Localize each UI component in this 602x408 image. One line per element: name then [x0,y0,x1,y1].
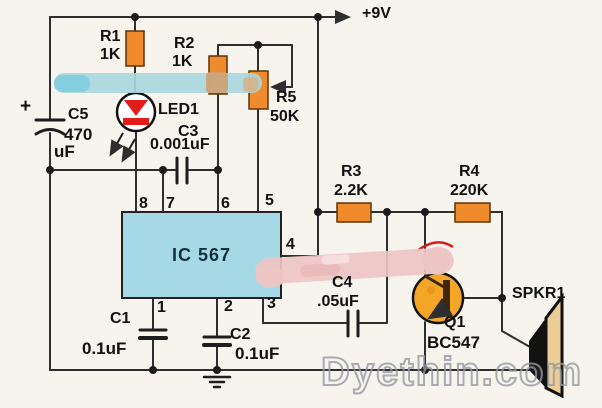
r5-name: R5 [276,89,297,106]
ic-pin1-label: 1 [157,299,166,316]
c5-name: C5 [68,106,89,123]
q1-value: BC547 [427,333,480,352]
c4-value: .05uF [317,293,359,310]
led-light-arrows [109,132,136,163]
c3-name: C3 [178,123,199,140]
speaker-symbol [529,292,564,399]
spkr1-label: SPKR1 [512,285,566,302]
r4-value: 220K [450,182,489,199]
ic-pin3-label: 3 [267,295,276,312]
wire-pin3-c4 [262,211,388,324]
transistor-collector-lead [424,274,445,289]
q1-name: Q1 [444,314,466,331]
blue-smudge [54,72,262,93]
c2-value: 0.1uF [235,344,280,363]
resistor-r3 [336,202,372,223]
ic-pin6-label: 6 [221,195,230,212]
c1-value: 0.1uF [82,339,127,358]
led1-symbol [109,91,157,163]
c2-symbol [202,335,232,347]
ic-pin2-label: 2 [224,298,233,315]
c2-name: C2 [230,326,251,343]
led1-label: LED1 [158,101,199,118]
r3-value: 2.2K [334,182,368,199]
resistor-r4 [454,202,491,223]
ic-pin4-label: 4 [286,236,295,253]
ic-pin7-label: 7 [166,195,175,212]
c5-unit: uF [54,142,75,161]
junction-dots [46,13,506,374]
wire-vcc-drop-pin4 [280,16,319,257]
r4-name: R4 [459,163,480,180]
r2-value: 1K [172,53,193,70]
c5-symbol [34,118,66,136]
r2-name: R2 [174,35,195,52]
ic567-label: IC 567 [171,244,232,265]
led-anode-triangle [124,100,148,116]
ic-pin5-label: 5 [265,192,274,209]
red-pen-mark [416,241,454,253]
led-cathode-bar [123,118,149,125]
c4-name: C4 [332,274,353,291]
c1-symbol [138,328,168,340]
c4-symbol [346,309,360,338]
c5-polarity: + [20,96,32,117]
pink-smudge [255,246,454,289]
watermark-text: Dyethin.com [320,349,584,395]
resistor-r1 [125,30,145,67]
c3-value: 0.001uF [150,136,210,153]
transistor-emitter-lead [427,297,454,320]
c5-value: 470 [64,125,93,144]
capacitor-symbols [34,118,360,347]
ground-symbol [202,375,232,389]
c1-name: C1 [110,310,131,327]
ic-pin8-label: 8 [139,195,148,212]
r1-value: 1K [100,46,121,63]
ic567-body [121,211,282,299]
supply-label: +9V [362,5,391,22]
r5-value: 50K [270,108,300,125]
wire-speaker-top [501,297,531,348]
transistor-q1-symbol [411,271,465,325]
r3-name: R3 [341,163,362,180]
speaker-driver [529,318,546,388]
r1-name: R1 [100,28,121,45]
c3-symbol [175,156,189,185]
speaker-cone [544,292,564,399]
